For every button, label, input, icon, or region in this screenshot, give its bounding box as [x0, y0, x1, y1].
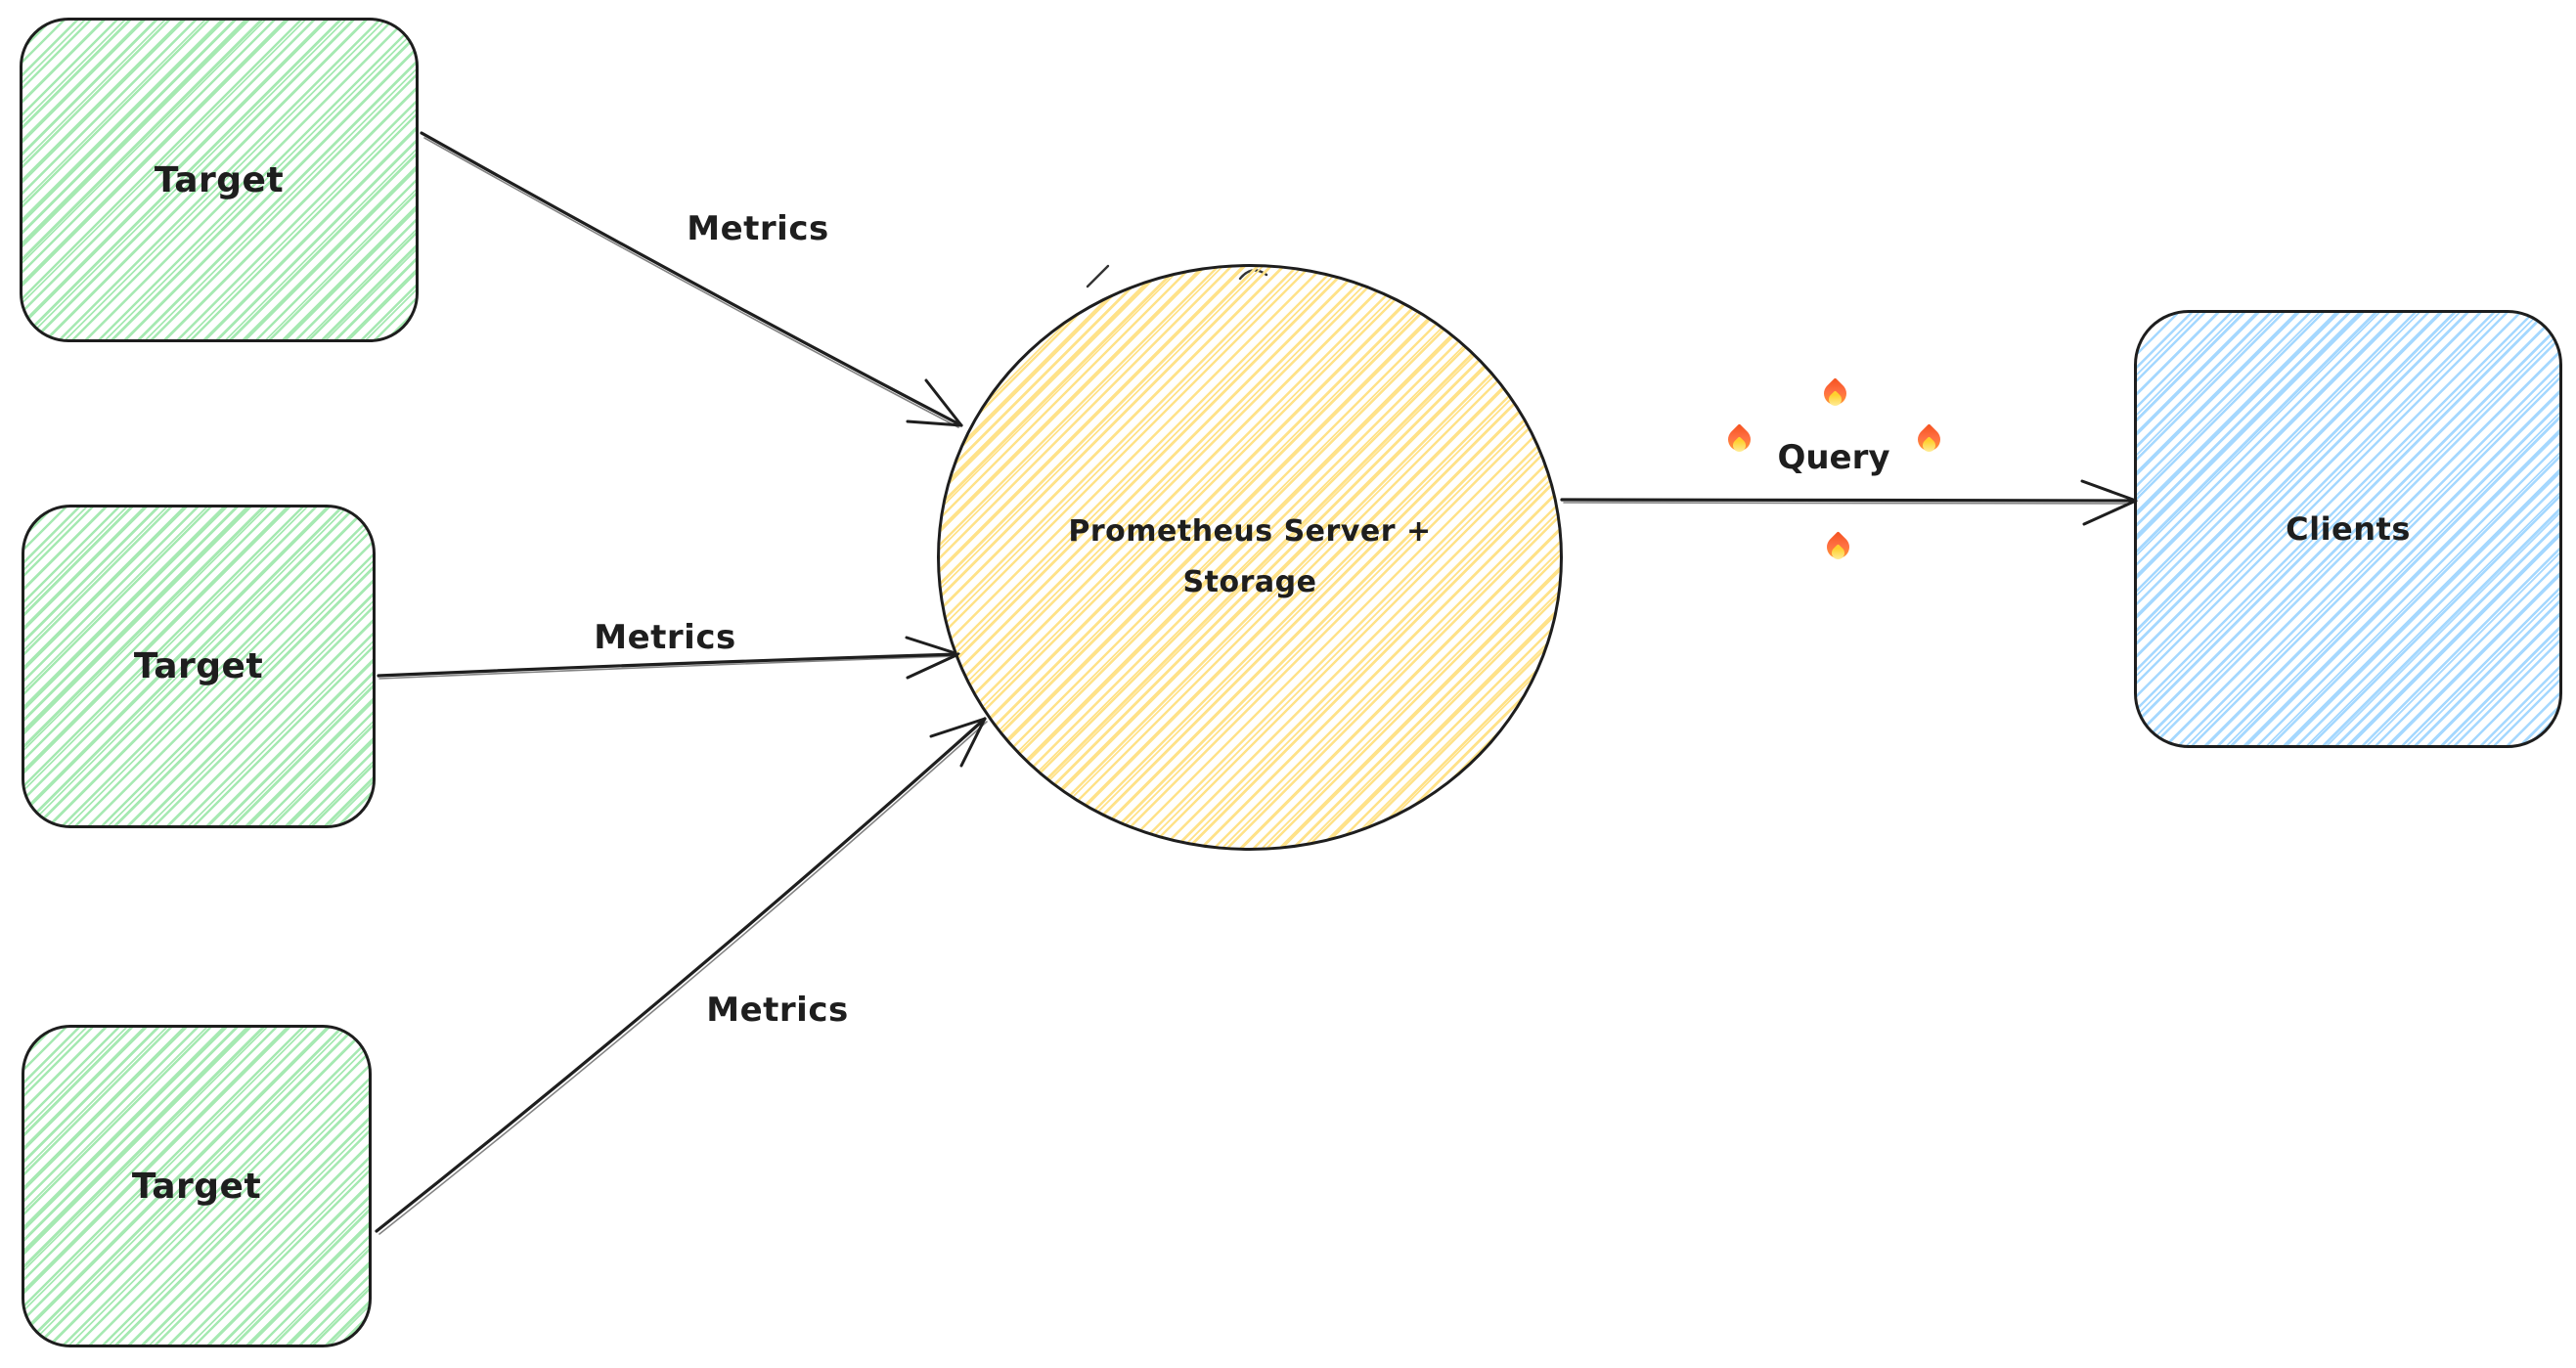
query-arrow-head [2080, 479, 2138, 526]
metrics-arrow-bottom-head [929, 717, 987, 768]
metrics-arrow-bottom-line-sketch [378, 721, 988, 1235]
target-top-label: Target [154, 159, 285, 200]
query-arrow-line [1560, 498, 2138, 503]
metrics-arrow-top-line-sketch [423, 137, 959, 428]
fire-icon [1723, 420, 1755, 460]
target-middle-label: Target [133, 646, 264, 686]
target-bottom-label: Target [131, 1166, 262, 1207]
node-prometheus-server: Prometheus Server + Storage [937, 264, 1563, 851]
edge-label-query: Query [1777, 438, 1890, 477]
edge-label-metrics-middle: Metrics [594, 618, 736, 657]
fire-icon [1913, 420, 1945, 460]
prometheus-label-line2: Storage [1182, 565, 1317, 599]
metrics-arrow-middle-line-sketch [378, 655, 957, 680]
node-clients: Clients [2134, 310, 2562, 748]
metrics-arrow-middle-line [377, 652, 960, 678]
fire-icon [1822, 528, 1854, 567]
circle-sketch-tick-1 [1086, 264, 1110, 288]
edge-label-metrics-bottom: Metrics [706, 991, 849, 1030]
query-arrow-line-sketch [1563, 502, 2131, 505]
node-target-middle: Target [22, 505, 376, 828]
clients-label: Clients [2286, 510, 2411, 548]
metrics-arrow-top-head [906, 378, 963, 427]
node-target-top: Target [20, 18, 419, 342]
node-target-bottom: Target [22, 1025, 372, 1347]
query-label-group: Query [1702, 372, 1976, 579]
metrics-arrow-bottom-line [375, 717, 987, 1233]
prometheus-label-line1: Prometheus Server + [1068, 514, 1432, 549]
fire-icon [1819, 375, 1851, 414]
edge-label-metrics-top: Metrics [687, 209, 829, 248]
metrics-arrow-top-line [420, 131, 963, 427]
